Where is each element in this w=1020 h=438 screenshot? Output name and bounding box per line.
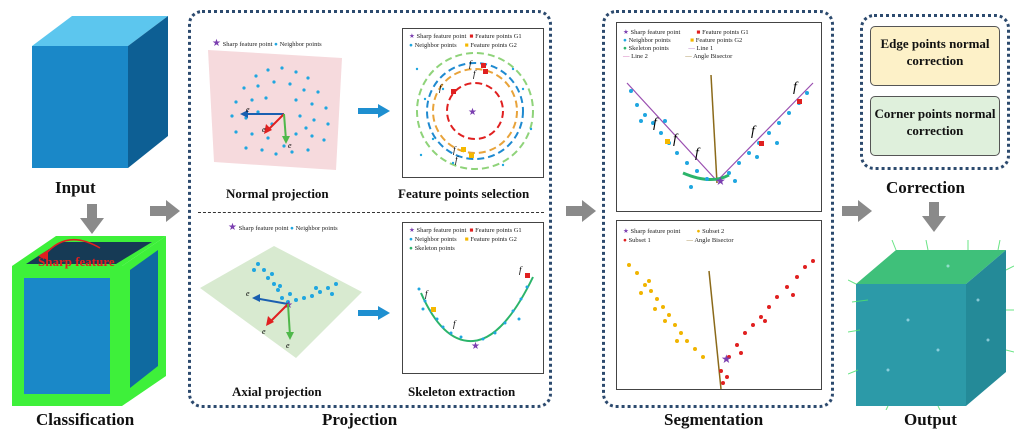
svg-text:f: f: [473, 69, 477, 79]
svg-text:f: f: [695, 146, 701, 161]
svg-text:f: f: [519, 265, 523, 275]
feature-points-selection-plot: ★ f f f f f x y ★ Sharp feature point ■ …: [402, 28, 544, 178]
svg-text:★: ★: [468, 107, 477, 118]
correction-panel: [860, 14, 1010, 170]
skeleton-extraction-plot: ★ f f f x ★ Sharp feature point ■ Featur…: [402, 222, 544, 374]
classification-cube: [12, 236, 166, 406]
axial-projection-label: Axial projection: [232, 384, 322, 399]
correction-label: Correction: [886, 178, 965, 197]
segmentation-panel: [602, 10, 834, 408]
svg-text:★: ★: [715, 174, 726, 188]
projection-panel: [188, 10, 552, 408]
svg-text:e: e: [262, 125, 266, 134]
right-arrow-2: [566, 200, 596, 222]
normal-projection-label: Normal projection: [226, 186, 329, 201]
svg-text:f: f: [439, 83, 443, 93]
ap-legend: ★ Sharp feature point ● Neighbor points: [228, 222, 338, 233]
blue-arrow-2: [358, 306, 390, 320]
svg-text:★: ★: [721, 352, 732, 366]
corner-correction-box: Corner points normal correction: [870, 96, 1000, 156]
input-cube: [32, 16, 168, 168]
segmentation-bottom-plot: ★ x ★ Sharp feature point ● Subset 2 ● S…: [616, 220, 822, 390]
blue-arrow-1: [358, 104, 390, 118]
output-cube: [848, 240, 1014, 410]
svg-text:f: f: [453, 319, 457, 329]
edge-correction-box: Edge points normal correction: [870, 26, 1000, 86]
svg-text:e: e: [246, 105, 250, 114]
svg-text:f: f: [653, 116, 659, 131]
segmentation-top-plot: ★ f f f f f x ★ Sharp feature point ■ Fe…: [616, 22, 822, 212]
projection-divider: [198, 212, 544, 213]
right-arrow-3: [842, 200, 872, 222]
svg-text:f: f: [469, 59, 473, 69]
svg-text:e: e: [246, 289, 250, 298]
np-legend: ★ Sharp feature point ● Neighbor points: [212, 38, 322, 49]
svg-text:★: ★: [471, 341, 480, 352]
sharp-feature-label: Sharp feature: [38, 254, 115, 269]
svg-text:f: f: [751, 124, 757, 139]
seg-top-legend: ★ Sharp feature point ■ Feature points G…: [623, 29, 749, 60]
fps-legend: ★ Sharp feature point ■ Feature points G…: [409, 33, 522, 49]
output-label: Output: [904, 410, 957, 429]
svg-text:f: f: [453, 145, 457, 155]
svg-text:e: e: [262, 327, 266, 336]
seg-bottom-legend: ★ Sharp feature point ● Subset 2 ● Subse…: [623, 228, 734, 244]
normal-projection-plot: e e e: [208, 50, 342, 170]
classification-label: Classification: [36, 410, 135, 429]
input-label: Input: [55, 178, 96, 197]
right-arrow-1: [150, 200, 180, 222]
svg-text:f: f: [793, 80, 799, 95]
down-arrow-2: [922, 202, 946, 232]
down-arrow-1: [80, 204, 104, 234]
svg-text:f: f: [425, 289, 429, 299]
projection-label: Projection: [322, 410, 398, 429]
svg-text:e: e: [288, 141, 292, 150]
se-legend: ★ Sharp feature point ■ Feature points G…: [409, 227, 522, 252]
feature-points-selection-label: Feature points selection: [398, 186, 530, 201]
skeleton-extraction-label: Skeleton extraction: [408, 384, 516, 399]
axial-projection-plot: ★ e e e: [200, 246, 362, 358]
svg-text:e: e: [286, 341, 290, 350]
svg-text:f: f: [673, 132, 679, 147]
svg-text:f: f: [455, 155, 459, 165]
segmentation-label: Segmentation: [664, 410, 764, 429]
